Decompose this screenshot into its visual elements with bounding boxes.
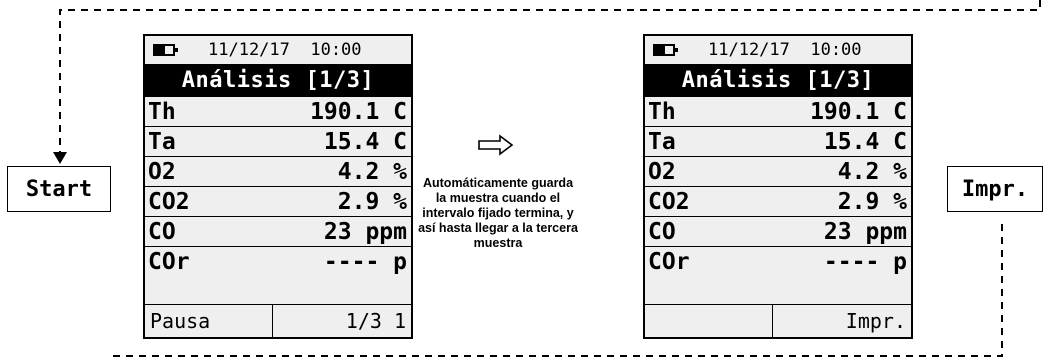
- reading-value: 23 ppm: [823, 218, 907, 245]
- reading-row: Ta 15.4 C: [645, 127, 911, 157]
- reading-label: CO: [648, 218, 676, 245]
- reading-value: 190.1 C: [810, 98, 907, 125]
- softkey-bar: Impr.: [645, 304, 911, 337]
- reading-row: O2 4.2 %: [145, 157, 411, 187]
- status-bar: 11/12/17 10:00: [645, 36, 911, 64]
- reading-value: 190.1 C: [310, 98, 407, 125]
- start-arrowhead: [53, 152, 67, 164]
- reading-value: 15.4 C: [823, 128, 907, 155]
- reading-label: Th: [648, 98, 676, 125]
- battery-icon: [153, 44, 178, 56]
- reading-value: ---- p: [323, 249, 407, 275]
- reading-row: COr ---- p: [645, 247, 911, 277]
- softkey-empty[interactable]: [645, 305, 773, 337]
- reading-row: O2 4.2 %: [645, 157, 911, 187]
- reading-value: 4.2 %: [337, 158, 407, 185]
- start-button[interactable]: Start: [7, 166, 111, 212]
- reading-value: 4.2 %: [837, 158, 907, 185]
- status-bar: 11/12/17 10:00: [145, 36, 411, 64]
- reading-label: Ta: [148, 128, 176, 155]
- reading-row: CO 23 ppm: [645, 217, 911, 247]
- top-flow-line: [59, 0, 1041, 158]
- reading-row: Th 190.1 C: [645, 97, 911, 127]
- reading-label: COr: [148, 249, 190, 275]
- reading-row: COr ---- p: [145, 247, 411, 277]
- reading-row: CO 23 ppm: [145, 217, 411, 247]
- bottom-flow-line: [110, 224, 1003, 357]
- reading-row: Ta 15.4 C: [145, 127, 411, 157]
- reading-label: COr: [648, 249, 690, 275]
- reading-label: CO2: [648, 188, 690, 215]
- reading-value: 2.9 %: [337, 188, 407, 215]
- reading-label: O2: [148, 158, 176, 185]
- caption-text: Automáticamente guarda la muestra cuando…: [418, 176, 578, 250]
- reading-label: Ta: [648, 128, 676, 155]
- reading-label: O2: [648, 158, 676, 185]
- datetime: 11/12/17 10:00: [708, 40, 862, 60]
- softkey-print[interactable]: Impr.: [845, 309, 906, 333]
- reading-value: 15.4 C: [323, 128, 407, 155]
- softkey-bar: Pausa 1/3 1: [145, 304, 411, 337]
- reading-value: 23 ppm: [323, 218, 407, 245]
- softkey-pause[interactable]: Pausa: [145, 305, 273, 337]
- reading-value: 2.9 %: [837, 188, 907, 215]
- right-arrow-icon: [478, 134, 514, 156]
- reading-row: Th 190.1 C: [145, 97, 411, 127]
- reading-label: CO2: [148, 188, 190, 215]
- softkey-sample-counter[interactable]: 1/3 1: [345, 309, 406, 333]
- datetime: 11/12/17 10:00: [208, 40, 362, 60]
- battery-icon: [653, 44, 678, 56]
- reading-value: ---- p: [823, 249, 907, 275]
- screen-title: Análisis [1/3]: [145, 64, 411, 97]
- reading-row: CO2 2.9 %: [645, 187, 911, 217]
- print-button[interactable]: Impr.: [947, 166, 1043, 212]
- screen-title: Análisis [1/3]: [645, 64, 911, 97]
- reading-label: Th: [148, 98, 176, 125]
- reading-row: CO2 2.9 %: [145, 187, 411, 217]
- reading-label: CO: [148, 218, 176, 245]
